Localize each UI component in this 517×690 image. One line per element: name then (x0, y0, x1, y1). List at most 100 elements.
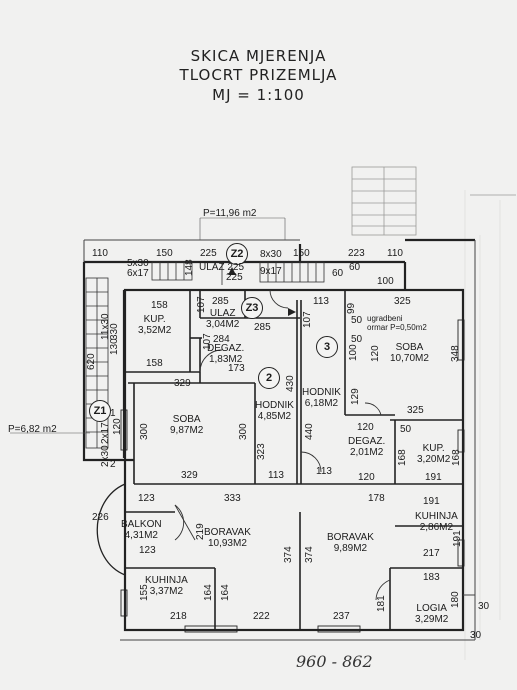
dimension-label: 168 (397, 449, 408, 466)
room-area: 3,20M2 (417, 454, 451, 465)
room-area: 2,01M2 (349, 447, 384, 458)
room-boravak-right: BORAVAK 9,89M2 (327, 532, 374, 554)
room-name: BORAVAK (204, 527, 251, 538)
dimension-label: 173 (228, 363, 245, 374)
dimension-label: 348 (450, 345, 461, 362)
room-area: 3,37M2 (149, 586, 184, 597)
dimension-label: 100 (348, 344, 359, 361)
room-balkon: BALKON 4,31M2 (121, 519, 162, 541)
dimension-label: 99 (346, 302, 357, 314)
room-hodnik-right: HODNIK 6,18M2 (302, 387, 341, 409)
built-in-wardrobe-note: ugradbeni (367, 314, 403, 323)
dimension-label: 284 (213, 334, 230, 345)
dimension-label: 123 (139, 545, 156, 556)
dimension-label: 440 (304, 423, 315, 440)
dimension-label: 150 (156, 248, 173, 259)
dimension-label: 148 (184, 259, 195, 276)
room-area: 2,86M2 (419, 522, 454, 533)
dimension-label: 130 (109, 338, 120, 355)
dimension-label: 164 (220, 584, 231, 601)
stair-label: 2x17 (100, 422, 111, 444)
handwritten-note: 960 - 862 (296, 652, 373, 671)
room-area: 9,89M2 (333, 543, 368, 554)
dimension-label: 107 (302, 311, 313, 328)
dimension-label: 155 (139, 584, 150, 601)
room-area: 3,52M2 (138, 325, 172, 336)
balcony-curve (96, 483, 126, 576)
dimension-label: 178 (368, 493, 385, 504)
stair-label: 8x30 (260, 249, 282, 260)
room-name: KUHINJA (415, 511, 458, 522)
dimension-label: 285 (212, 296, 229, 307)
dimension-label: 158 (151, 300, 168, 311)
dimension-label: 191 (423, 496, 440, 507)
dimension-label: 225 (200, 248, 217, 259)
unit-3-marker: 3 (316, 336, 338, 358)
dimension-label: 1 (110, 408, 116, 419)
room-degaz-left: DEGAZ. 1,83M2 (207, 343, 244, 365)
drawing-subtitle: TLOCRT PRIZEMLJA (179, 66, 338, 84)
dimension-label: 374 (283, 546, 294, 563)
room-soba-left: SOBA 9,87M2 (170, 414, 203, 436)
dimension-label: 107 (202, 333, 213, 350)
dimension-label: 325 (394, 296, 411, 307)
dimension-label: 330 (109, 323, 120, 340)
unit-2-marker: 2 (258, 367, 280, 389)
dimension-label: 217 (423, 548, 440, 559)
stair-label: 6x17 (127, 268, 149, 279)
dimension-label: 120 (358, 472, 375, 483)
room-area: 10,93M2 (207, 538, 247, 549)
room-name: DEGAZ. (348, 436, 386, 447)
room-dim: 225 (227, 262, 245, 273)
dimension-label: 285 (254, 322, 271, 333)
area-left-label: P=6,82 m2 (8, 424, 57, 435)
entry-stairs (151, 261, 325, 285)
room-ulaz: ULAZ 3,04M2 (206, 308, 239, 330)
room-name: DEGAZ. (207, 343, 245, 354)
zone-z3-marker: Z3 (241, 297, 263, 319)
dimension-label: 226 (92, 512, 109, 523)
dimension-label: 120 (112, 418, 123, 435)
room-name: KUP. (422, 443, 445, 454)
dimension-label: 219 (195, 523, 206, 540)
dimension-label: 237 (333, 611, 350, 622)
room-kup-top: KUP. 3,52M2 (138, 314, 171, 336)
dimension-label: 325 (407, 405, 424, 416)
dimension-label: 223 (348, 248, 365, 259)
room-area: 10,70M2 (390, 353, 429, 364)
dimension-label: 129 (350, 388, 361, 405)
room-area: 3,04M2 (206, 319, 240, 330)
dimension-label: 113 (268, 470, 284, 481)
room-name: HODNIK (302, 387, 341, 398)
dimension-label: 60 (349, 262, 361, 273)
drawing-title: SKICA MJERENJA (190, 47, 327, 65)
dimension-label: 620 (86, 353, 97, 370)
dimension-label: 107 (196, 296, 207, 313)
top-stairs (351, 166, 516, 236)
dimension-label: 158 (146, 358, 163, 369)
dimension-label: 100 (377, 276, 394, 287)
dimension-label: 30 (478, 601, 490, 612)
room-name: SOBA (172, 414, 201, 425)
room-name: KUP. (143, 314, 166, 325)
dimension-label: 50 (351, 334, 363, 345)
room-boravak-left: BORAVAK 10,93M2 (204, 527, 251, 549)
dimension-label: 181 (376, 595, 387, 612)
dimension-label: 323 (256, 443, 267, 460)
dimension-label: 333 (224, 493, 241, 504)
dimension-label: 430 (285, 375, 296, 392)
room-area: 3,29M2 (415, 614, 449, 625)
dimension-label: 123 (138, 493, 155, 504)
room-area: 6,18M2 (304, 398, 339, 409)
room-name: ULAZ (209, 308, 236, 319)
dimension-label: 113 (313, 296, 329, 307)
room-logia: LOGIA 3,29M2 (415, 603, 448, 625)
dimension-label: 120 (370, 345, 381, 362)
room-area: 4,31M2 (124, 530, 158, 541)
dimension-label: 168 (451, 449, 462, 466)
dimension-label: 120 (357, 422, 374, 433)
dimension-label: 225 (226, 272, 243, 283)
room-name: HODNIK (255, 400, 294, 411)
dimension-label: 180 (450, 591, 461, 608)
dimension-label: 300 (139, 423, 150, 440)
